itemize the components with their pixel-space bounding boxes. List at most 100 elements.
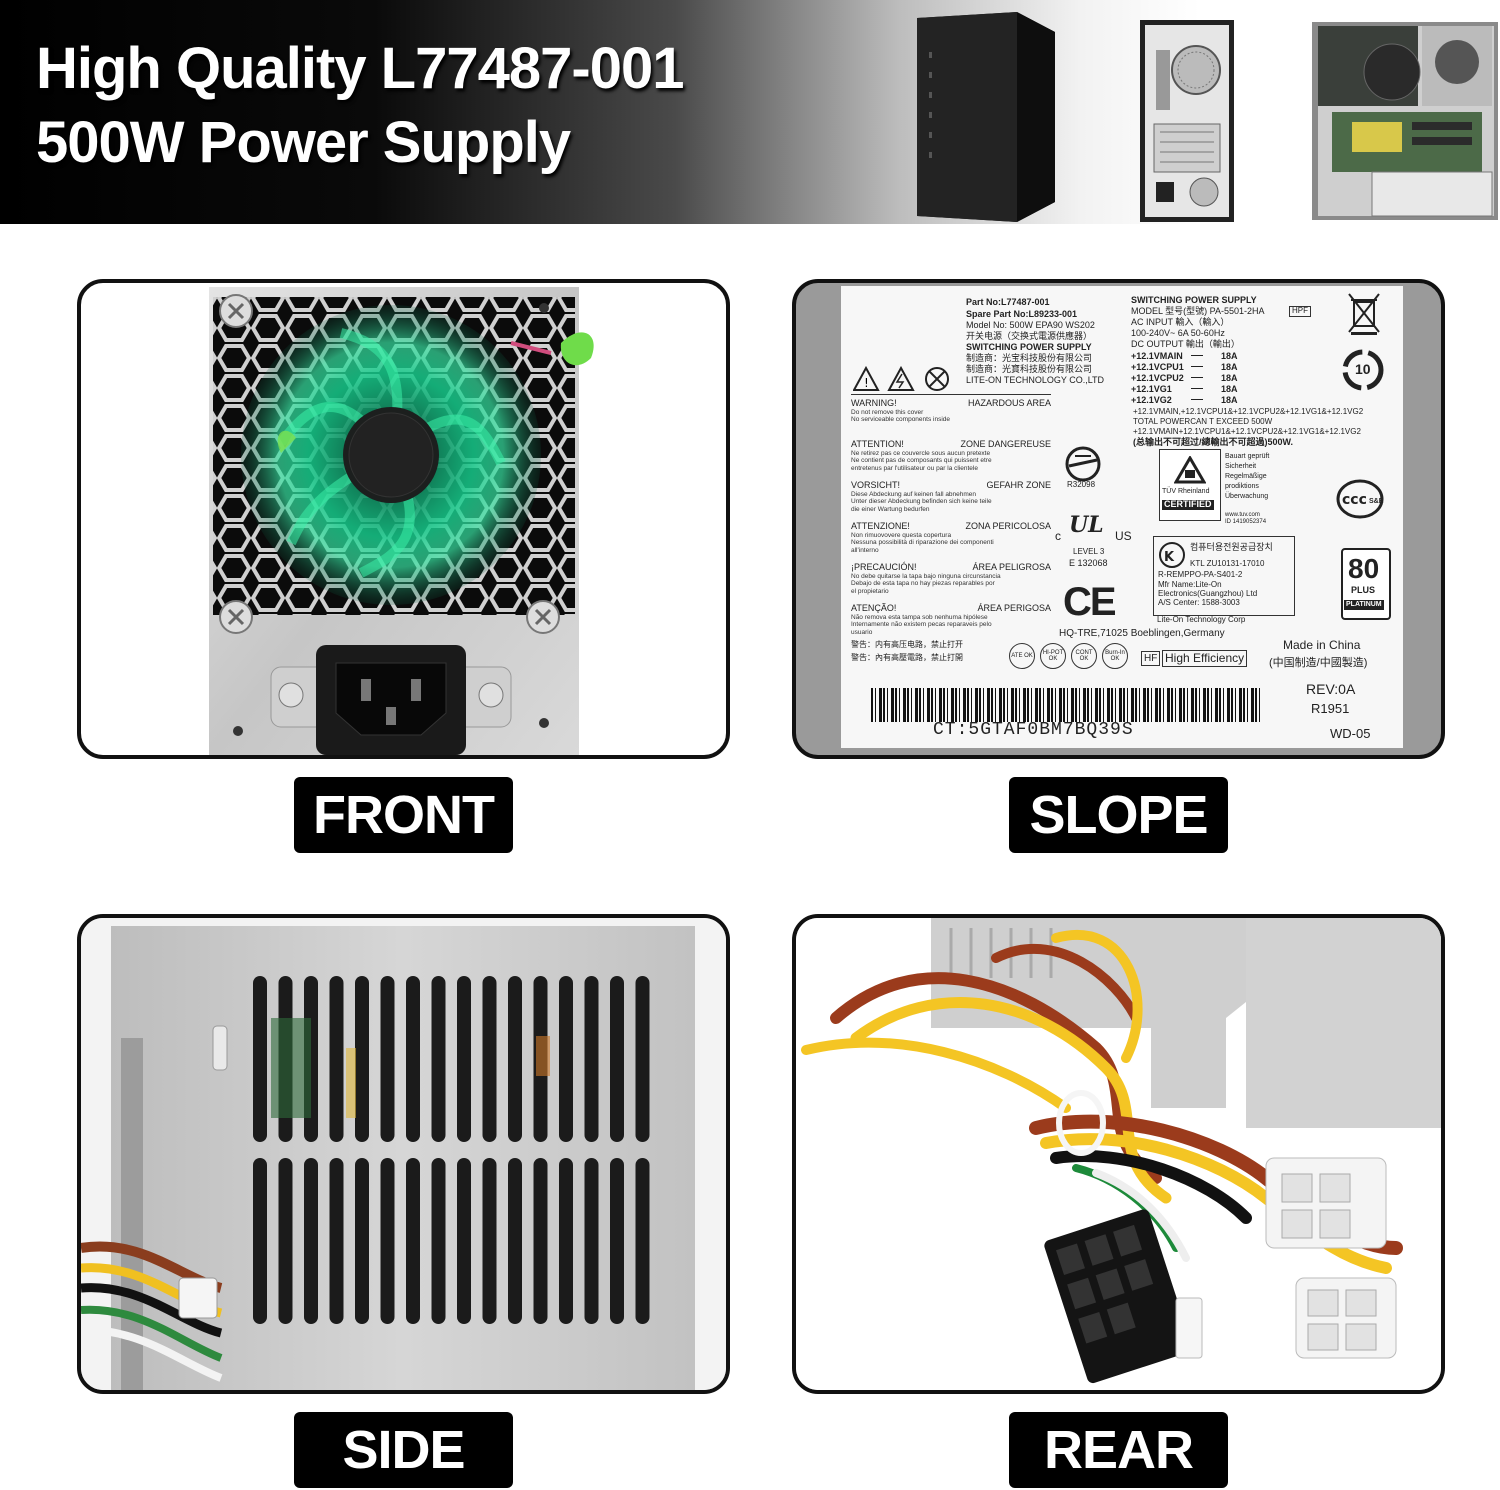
warning-title: VORSICHT! bbox=[851, 480, 901, 490]
hpf-badge: HPF bbox=[1289, 306, 1311, 317]
vent-slot bbox=[584, 976, 599, 1142]
test-badge: CONT OK bbox=[1071, 643, 1097, 669]
vent-slot bbox=[457, 976, 471, 1142]
kc-box: K 컴퓨터용전원공급장치 KTL ZU10131-17010 R-REMPPO-… bbox=[1153, 536, 1295, 616]
title-line-1: High Quality L77487-001 bbox=[36, 36, 684, 101]
rail-amps: 18A bbox=[1221, 351, 1238, 361]
wd-number: WD-05 bbox=[1330, 726, 1371, 741]
kc-mark-icon: K bbox=[1159, 542, 1185, 568]
vent-slot bbox=[559, 1158, 573, 1324]
warning-area: ZONE DANGEREUSE bbox=[960, 439, 1051, 449]
title-line-2: 500W Power Supply bbox=[36, 110, 571, 175]
vent-slot bbox=[329, 976, 344, 1142]
kc-as: A/S Center: 1588-3003 bbox=[1158, 598, 1240, 607]
vent-slot bbox=[406, 976, 420, 1142]
kc-as-2: Lite-On Technology Corp bbox=[1157, 615, 1246, 624]
part-number: Part No:L77487-001 bbox=[966, 297, 1050, 307]
rail-name: +12.1VCPU1 bbox=[1131, 362, 1184, 372]
ul-level: LEVEL 3 bbox=[1073, 547, 1105, 556]
dc-symbol-icon bbox=[1191, 366, 1203, 367]
dc-output: DC OUTPUT 輸出（輸出） bbox=[1131, 339, 1240, 349]
total-cn: (总输出不可超过/總輸出不可超過)500W. bbox=[1133, 437, 1294, 447]
hq-address: HQ-TRE,71025 Boeblingen,Germany bbox=[1059, 628, 1225, 639]
ac-values: 100-240V~ 6A 50-60Hz bbox=[1131, 328, 1225, 338]
tuv-url: www.tuv.com bbox=[1225, 512, 1260, 518]
warning-title: ATTENZIONE! bbox=[851, 521, 910, 531]
cn-line-2: 制造商：光宝科技股份有限公司 bbox=[966, 353, 1093, 363]
warning-area: ZONA PERICOLOSA bbox=[965, 521, 1051, 531]
recycle-period-icon bbox=[1342, 349, 1384, 391]
kc-ktl: KTL ZU10131-17010 bbox=[1190, 559, 1265, 568]
vent-slot bbox=[508, 976, 522, 1142]
tower-interior-icon bbox=[1312, 22, 1498, 220]
rail-amps: 18A bbox=[1221, 395, 1238, 405]
caption-rear: REAR bbox=[1009, 1412, 1228, 1488]
kc-korean: 컴퓨터용전원공급장치 bbox=[1190, 542, 1273, 552]
psu-front-image bbox=[209, 287, 594, 755]
ccc-se: S&E bbox=[1369, 498, 1384, 505]
eighty-number: 80 bbox=[1348, 553, 1380, 584]
vent-slot bbox=[329, 1158, 344, 1324]
warning-body: No debe quitarse la tapa bajo ninguna ci… bbox=[851, 573, 1001, 595]
psu-cables-image bbox=[796, 918, 1441, 1390]
spare-part-number: Spare Part No:L89233-001 bbox=[966, 309, 1078, 319]
ul-file: E 132068 bbox=[1069, 558, 1108, 568]
rail-amps: 18A bbox=[1221, 362, 1238, 372]
total-line: TOTAL POWERCAN T EXCEED 500W bbox=[1133, 417, 1273, 426]
rail-name: +12.1VG1 bbox=[1131, 384, 1172, 394]
vent-slot bbox=[253, 976, 267, 1142]
rail-name: +12.1VG2 bbox=[1131, 395, 1172, 405]
caption-side: SIDE bbox=[294, 1412, 513, 1488]
warning-title: ATENÇÃO! bbox=[851, 603, 897, 613]
header-banner: High Quality L77487-001 500W Power Suppl… bbox=[0, 0, 1500, 224]
ul-c: c bbox=[1055, 529, 1061, 543]
r-code: R32098 bbox=[1067, 480, 1096, 489]
vent-slot bbox=[380, 1158, 395, 1324]
slope-view-panel: Part No:L77487-001 Spare Part No:L89233-… bbox=[792, 279, 1445, 759]
vent-slot bbox=[584, 1158, 599, 1324]
test-badge: HI-POT OK bbox=[1040, 643, 1066, 669]
warning-body: Não remova esta tampa sob nenhuma hipóle… bbox=[851, 614, 992, 636]
page-title: High Quality L77487-001 500W Power Suppl… bbox=[36, 36, 684, 188]
kc-r: R-REMPPO-PA-S401-2 bbox=[1158, 570, 1243, 579]
revision: REV:0A bbox=[1306, 681, 1356, 697]
svg-text:K: K bbox=[1164, 550, 1175, 565]
vent-slot bbox=[380, 976, 395, 1142]
dc-symbol-icon bbox=[1191, 355, 1203, 356]
ccc-mark-icon: ccc bbox=[1336, 479, 1384, 519]
vent-slot bbox=[406, 1158, 420, 1324]
rail-amps: 18A bbox=[1221, 384, 1238, 394]
hf-badge: HF bbox=[1141, 651, 1161, 666]
rail-name: +12.1VCPU2 bbox=[1131, 373, 1184, 383]
side-view-panel bbox=[77, 914, 730, 1394]
vent-slot bbox=[635, 1158, 650, 1324]
vent-slot bbox=[304, 1158, 318, 1324]
psu-side-image bbox=[81, 918, 726, 1390]
model-number: Model No: 500W EPA90 WS202 bbox=[966, 320, 1095, 330]
ul-mark-icon: UL bbox=[1069, 512, 1103, 538]
cn-warning-1: 警告：内有高压电路，禁止打开 bbox=[851, 640, 963, 649]
warning-area: HAZARDOUS AREA bbox=[967, 398, 1051, 408]
vent-slot bbox=[559, 976, 573, 1142]
cn-line-3: 制造商：光寶科技股份有限公司 bbox=[966, 364, 1093, 374]
vent-slot bbox=[610, 1158, 624, 1324]
warning-title: ATTENTION! bbox=[851, 439, 904, 449]
internal-component bbox=[536, 1036, 550, 1076]
vent-slots-bottom bbox=[253, 1158, 650, 1324]
caption-slope: SLOPE bbox=[1009, 777, 1228, 853]
test-badge: Burn-In OK bbox=[1102, 643, 1128, 669]
vent-slot bbox=[355, 1158, 369, 1324]
hazard-warning-icons: ! bbox=[853, 366, 949, 391]
vent-slot bbox=[508, 1158, 522, 1324]
vent-slot bbox=[482, 1158, 497, 1324]
kc-mfr-2: Electronics(Guangzhou) Ltd bbox=[1158, 589, 1258, 598]
cn-line-1: 开关电源（交换式電源供應器） bbox=[966, 331, 1093, 341]
test-badge: ATE OK bbox=[1009, 643, 1035, 669]
internal-component bbox=[346, 1048, 356, 1118]
